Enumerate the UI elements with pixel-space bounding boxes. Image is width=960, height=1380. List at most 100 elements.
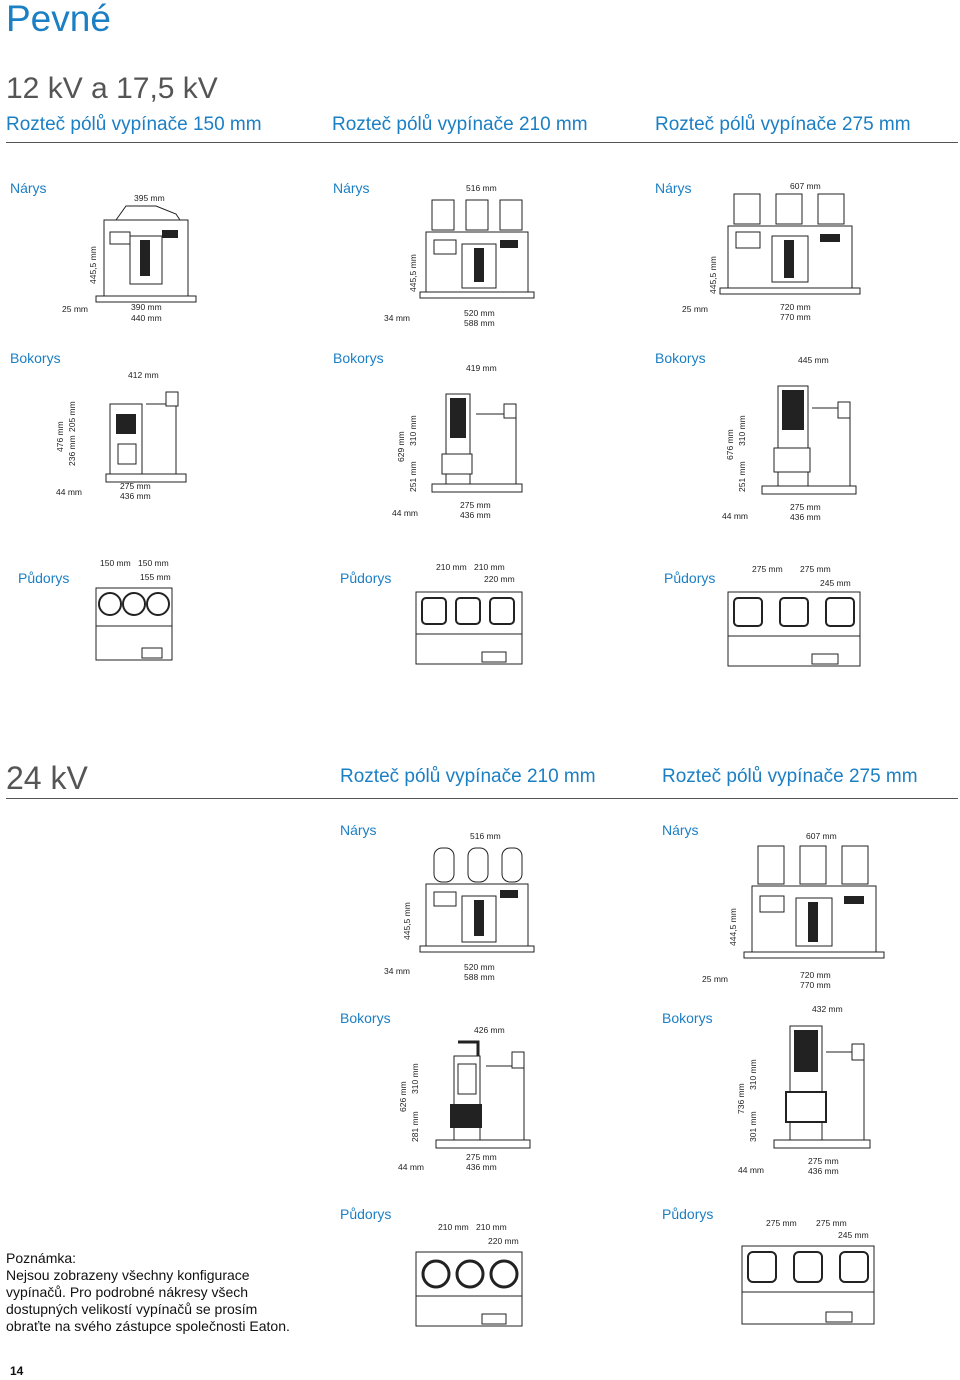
front-view-label: Nárys xyxy=(655,180,692,196)
dim-upper-height: 310 mm xyxy=(737,415,747,446)
dim-pitch-1: 150 mm xyxy=(100,558,131,568)
plan-view-drawing xyxy=(727,591,861,667)
dim-left: 44 mm xyxy=(56,487,82,497)
dim-height: 445,5 mm xyxy=(408,254,418,292)
plan-view-label: Půdorys xyxy=(18,570,70,586)
section-divider xyxy=(6,798,958,799)
dim-top: 607 mm xyxy=(790,181,821,191)
side-view-drawing xyxy=(773,1025,871,1149)
front-view-drawing xyxy=(95,205,197,303)
dim-bottom-2: 588 mm xyxy=(464,972,495,982)
dim-bottom-2: 436 mm xyxy=(460,510,491,520)
dim-pitch-1: 275 mm xyxy=(752,564,783,574)
spacing-heading-275: Rozteč pólů vypínače 275 mm xyxy=(655,114,911,135)
dim-top: 445 mm xyxy=(798,355,829,365)
dim-lower-height: 236 mm xyxy=(67,435,77,466)
dim-pitch-2: 275 mm xyxy=(800,564,831,574)
side-view-label: Bokorys xyxy=(333,350,384,366)
front-view-label: Nárys xyxy=(333,180,370,196)
dim-pitch-1: 275 mm xyxy=(766,1218,797,1228)
dim-lower-height: 251 mm xyxy=(737,461,747,492)
dim-total-height: 626 mm xyxy=(398,1081,408,1112)
page-number: 14 xyxy=(10,1364,24,1378)
dim-top: 432 mm xyxy=(812,1004,843,1014)
dim-bottom-2: 436 mm xyxy=(808,1166,839,1176)
dim-total-height: 736 mm xyxy=(736,1083,746,1114)
dim-bottom-1: 390 mm xyxy=(131,302,162,312)
dim-left: 44 mm xyxy=(738,1165,764,1175)
side-view-drawing xyxy=(105,391,187,483)
plan-view-drawing xyxy=(415,591,523,665)
front-view-label: Nárys xyxy=(662,822,699,838)
dim-height: 445,5 mm xyxy=(708,256,718,294)
dim-bottom-2: 770 mm xyxy=(800,980,831,990)
dim-bottom-1: 520 mm xyxy=(464,962,495,972)
dim-height: 445,5 mm xyxy=(402,902,412,940)
front-view-label: Nárys xyxy=(340,822,377,838)
spacing-heading-210: Rozteč pólů vypínače 210 mm xyxy=(332,114,588,135)
note: Poznámka: Nejsou zobrazeny všechny konfi… xyxy=(6,1250,306,1335)
dim-top: 516 mm xyxy=(466,183,497,193)
dim-lower-height: 281 mm xyxy=(410,1111,420,1142)
dim-bottom-2: 770 mm xyxy=(780,312,811,322)
dim-top: 607 mm xyxy=(806,831,837,841)
dim-bottom-1: 275 mm xyxy=(460,500,491,510)
note-title: Poznámka: xyxy=(6,1250,77,1266)
spacing-heading-275: Rozteč pólů vypínače 275 mm xyxy=(662,766,918,787)
side-view-label: Bokorys xyxy=(10,350,61,366)
dim-offset: 245 mm xyxy=(838,1230,869,1240)
plan-view-drawing xyxy=(95,587,173,661)
dim-upper-height: 310 mm xyxy=(748,1059,758,1090)
front-view-drawing xyxy=(419,199,535,299)
dim-lower-height: 301 mm xyxy=(748,1111,758,1142)
dim-bottom-2: 436 mm xyxy=(790,512,821,522)
dim-top: 395 mm xyxy=(134,193,165,203)
dim-offset: 220 mm xyxy=(484,574,515,584)
section-divider xyxy=(6,142,958,143)
dim-upper-height: 310 mm xyxy=(408,415,418,446)
dim-bottom-2: 440 mm xyxy=(131,313,162,323)
dim-offset: 220 mm xyxy=(488,1236,519,1246)
note-text: Nejsou zobrazeny všechny konfigurace vyp… xyxy=(6,1267,290,1334)
voltage-heading-24kv: 24 kV xyxy=(6,760,88,796)
front-view-drawing xyxy=(419,847,535,953)
front-view-drawing xyxy=(719,193,861,295)
dim-top: 426 mm xyxy=(474,1025,505,1035)
dim-left: 25 mm xyxy=(702,974,728,984)
dim-bottom-1: 275 mm xyxy=(120,481,151,491)
dim-height: 444,5 mm xyxy=(728,908,738,946)
plan-view-label: Půdorys xyxy=(662,1206,714,1222)
dim-offset: 245 mm xyxy=(820,578,851,588)
side-view-label: Bokorys xyxy=(662,1010,713,1026)
dim-upper-height: 205 mm xyxy=(67,401,77,432)
dim-left: 44 mm xyxy=(722,511,748,521)
dim-total-height: 629 mm xyxy=(396,431,406,462)
dim-top: 516 mm xyxy=(470,831,501,841)
dim-top: 419 mm xyxy=(466,363,497,373)
dim-pitch-1: 210 mm xyxy=(436,562,467,572)
dim-left: 25 mm xyxy=(682,304,708,314)
dim-left: 34 mm xyxy=(384,313,410,323)
dim-left: 34 mm xyxy=(384,966,410,976)
dim-bottom-1: 720 mm xyxy=(780,302,811,312)
front-view-drawing xyxy=(743,845,885,959)
plan-view-drawing xyxy=(415,1251,523,1327)
side-view-drawing xyxy=(431,393,523,493)
dim-lower-height: 251 mm xyxy=(408,461,418,492)
side-view-drawing xyxy=(435,1040,531,1149)
dim-left: 44 mm xyxy=(392,508,418,518)
dim-bottom-1: 720 mm xyxy=(800,970,831,980)
dim-pitch-2: 275 mm xyxy=(816,1218,847,1228)
dim-bottom-1: 275 mm xyxy=(466,1152,497,1162)
plan-view-label: Půdorys xyxy=(340,570,392,586)
dim-pitch-1: 210 mm xyxy=(438,1222,469,1232)
side-view-drawing xyxy=(761,385,857,495)
dim-top: 412 mm xyxy=(128,370,159,380)
dim-bottom-1: 275 mm xyxy=(808,1156,839,1166)
dim-bottom-1: 275 mm xyxy=(790,502,821,512)
plan-view-label: Půdorys xyxy=(664,570,716,586)
spacing-heading-210: Rozteč pólů vypínače 210 mm xyxy=(340,766,596,787)
dim-pitch-2: 210 mm xyxy=(474,562,505,572)
dim-upper-height: 310 mm xyxy=(410,1063,420,1094)
voltage-heading-12kv: 12 kV a 17,5 kV xyxy=(6,72,218,105)
